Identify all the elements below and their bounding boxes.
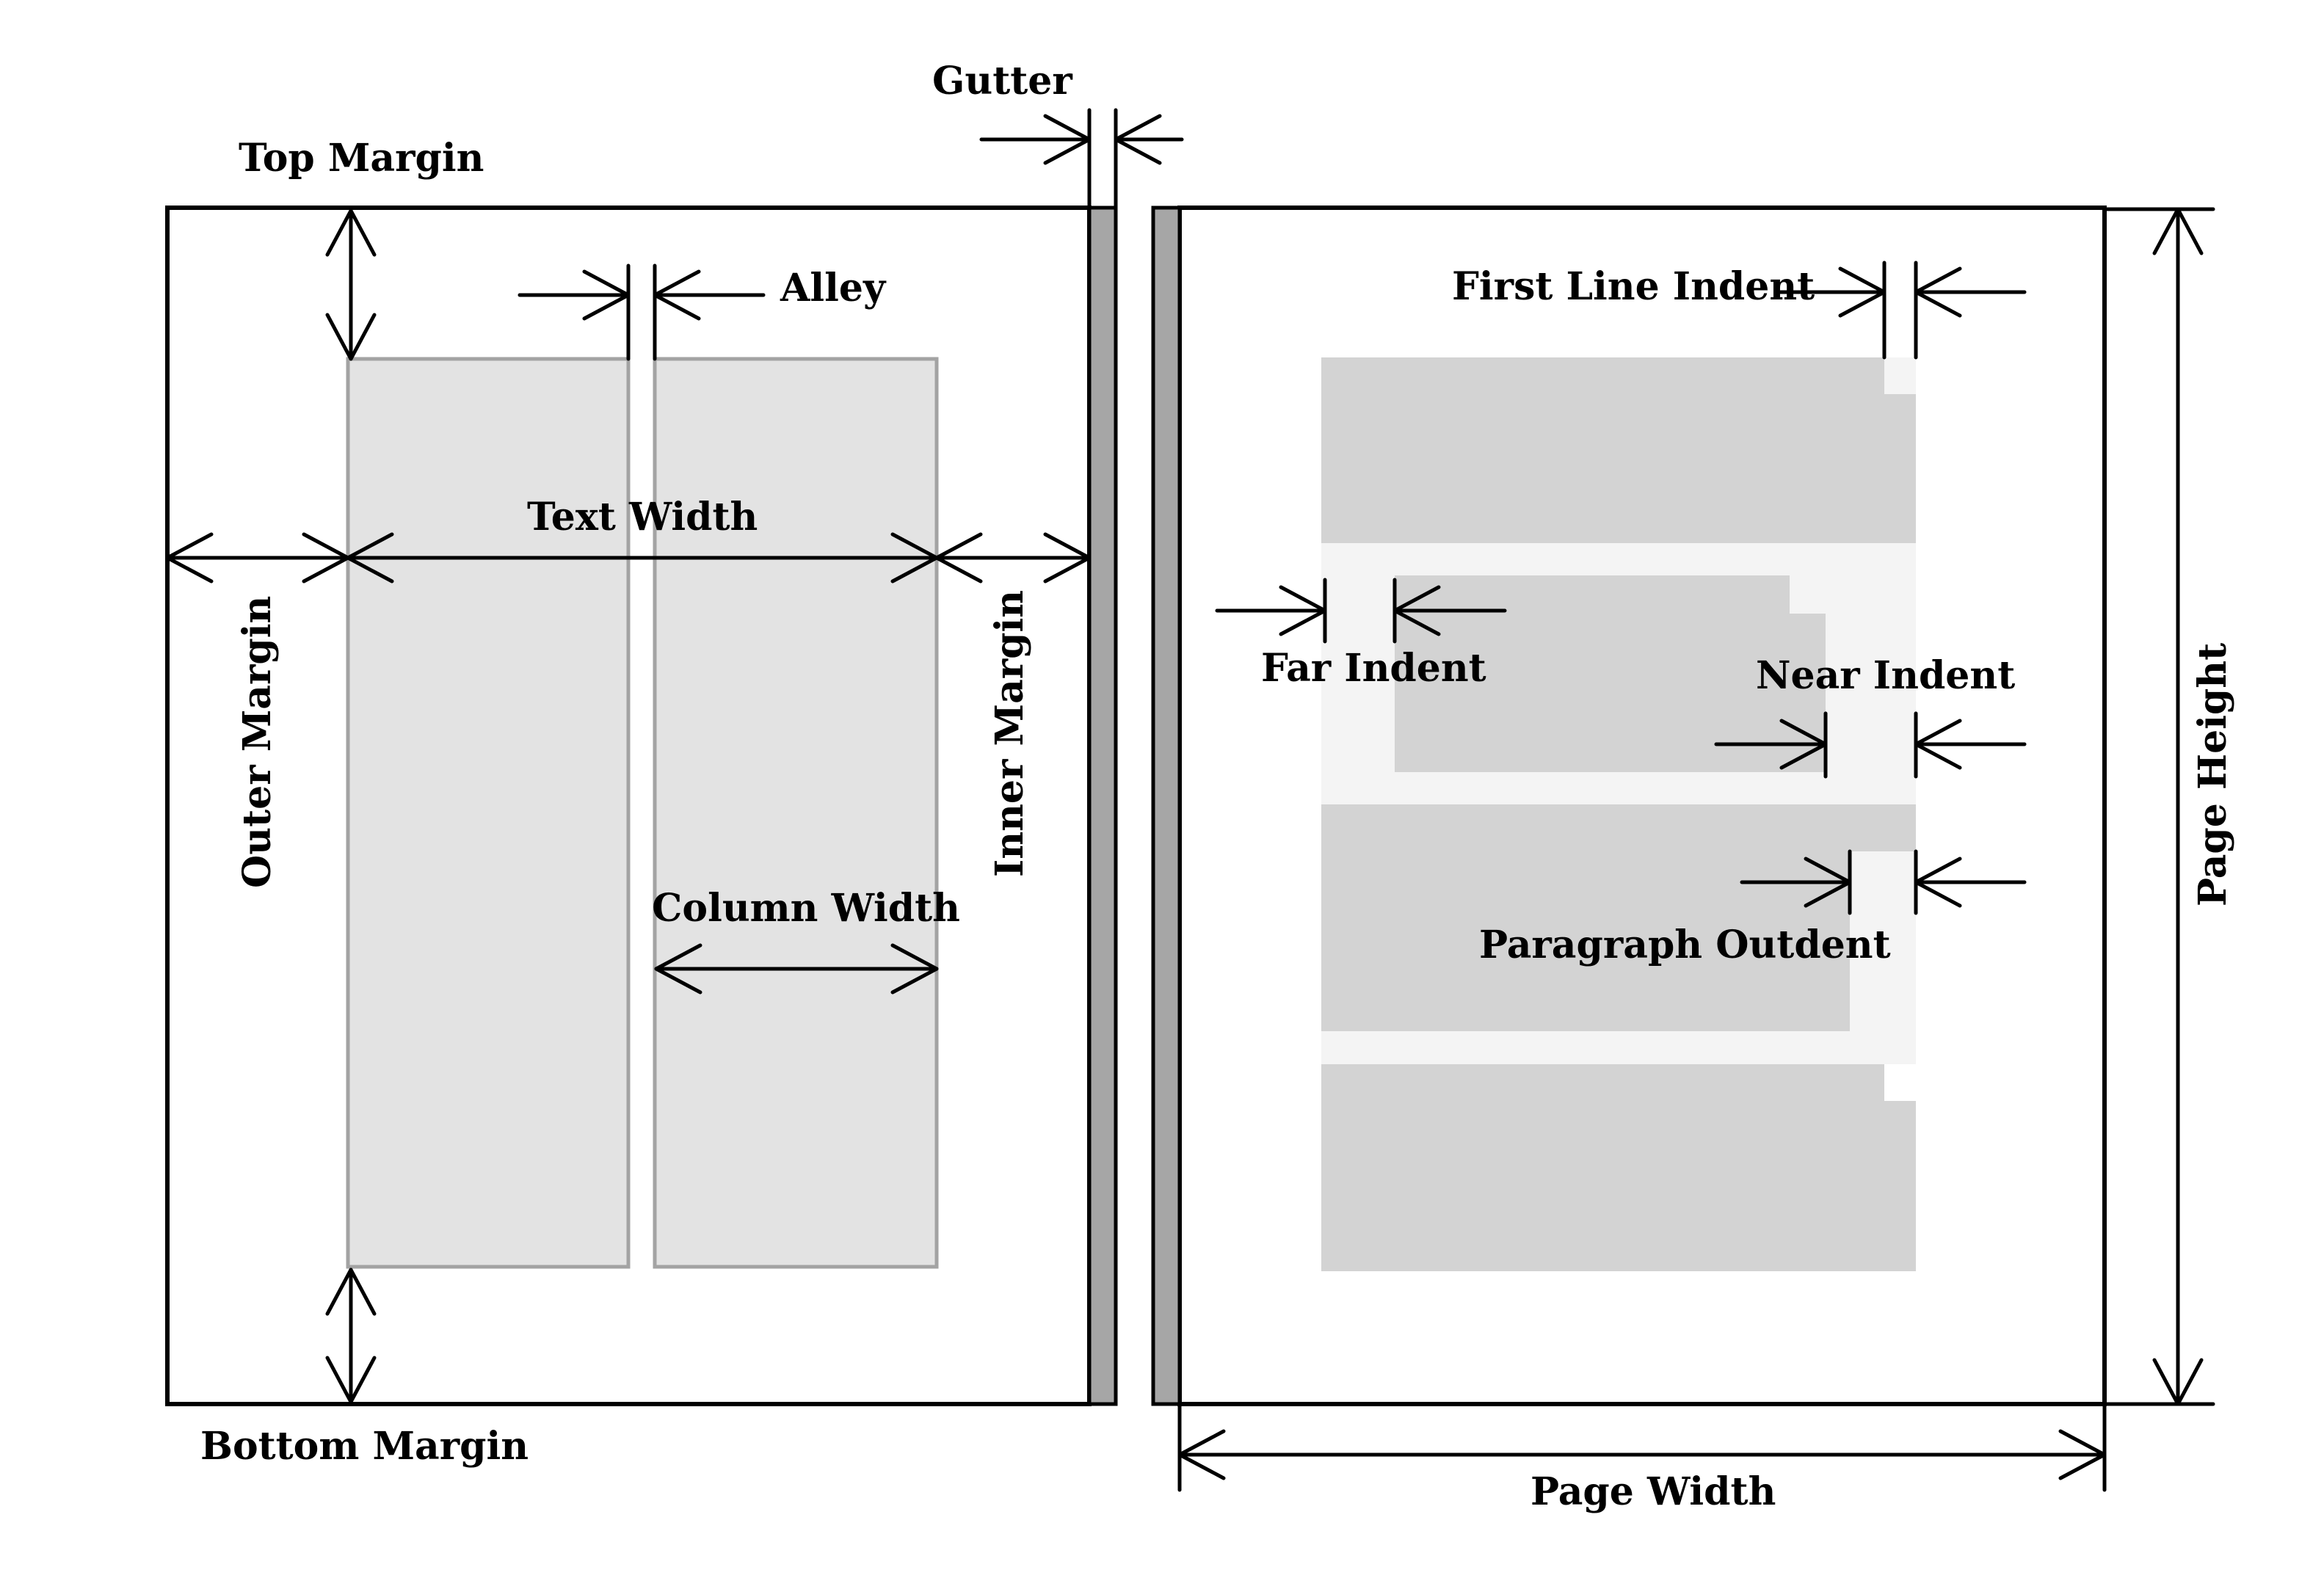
page-height-label: Page Height	[2190, 643, 2235, 906]
bottom-margin-arrow	[325, 1268, 377, 1404]
left-binding-strip	[1087, 206, 1118, 1406]
column-width-label: Column Width	[652, 886, 960, 931]
paragraph-block-1	[1321, 357, 1916, 543]
paragraph-block-outdent	[1321, 804, 1916, 1031]
near-indent-arrow	[1714, 711, 2027, 779]
right-page	[1151, 206, 2107, 1406]
far-indent-label: Far Indent	[1261, 646, 1486, 691]
near-indent-label: Near Indent	[1756, 653, 2015, 698]
text-column-left	[346, 357, 631, 1269]
first-line-indent-arrow	[1774, 261, 2027, 360]
paragraph-block-indented	[1395, 575, 1826, 772]
outer-margin-label: Outer Margin	[235, 596, 280, 888]
alley-arrow	[518, 263, 766, 361]
outdent-region	[1850, 851, 1916, 1064]
bottom-margin-label: Bottom Margin	[200, 1424, 529, 1469]
left-page	[165, 206, 1118, 1406]
text-column-right	[653, 357, 939, 1269]
top-margin-label: Top Margin	[239, 136, 484, 181]
first-line-indent-notch	[1884, 357, 1916, 394]
gutter-label: Gutter	[932, 59, 1072, 103]
far-indent-arrow	[1215, 578, 1507, 644]
horizontal-measure-arrows	[165, 532, 1092, 583]
inner-margin-label: Inner Margin	[987, 590, 1032, 877]
gutter-arrow	[979, 108, 1184, 210]
right-binding-strip	[1151, 206, 1182, 1406]
first-line-indent-label: First Line Indent	[1452, 264, 1815, 309]
top-margin-arrow	[325, 208, 377, 361]
page-height-arrow	[2102, 207, 2215, 1406]
labels: Gutter Top Margin Alley Text Width Outer…	[200, 59, 2235, 1514]
measurement-arrows	[165, 108, 2215, 1492]
page-width-arrow	[1177, 1402, 2107, 1492]
paragraph-gap	[1321, 1031, 1916, 1064]
column-width-arrow	[654, 943, 939, 995]
paragraph-outdent-arrow	[1740, 849, 2027, 915]
paragraph-block-last	[1321, 1064, 1916, 1271]
paragraph-outdent-label: Paragraph Outdent	[1479, 923, 1891, 967]
alley-label: Alley	[780, 266, 887, 310]
page-width-label: Page Width	[1530, 1469, 1776, 1514]
text-width-label: Text Width	[527, 495, 758, 539]
